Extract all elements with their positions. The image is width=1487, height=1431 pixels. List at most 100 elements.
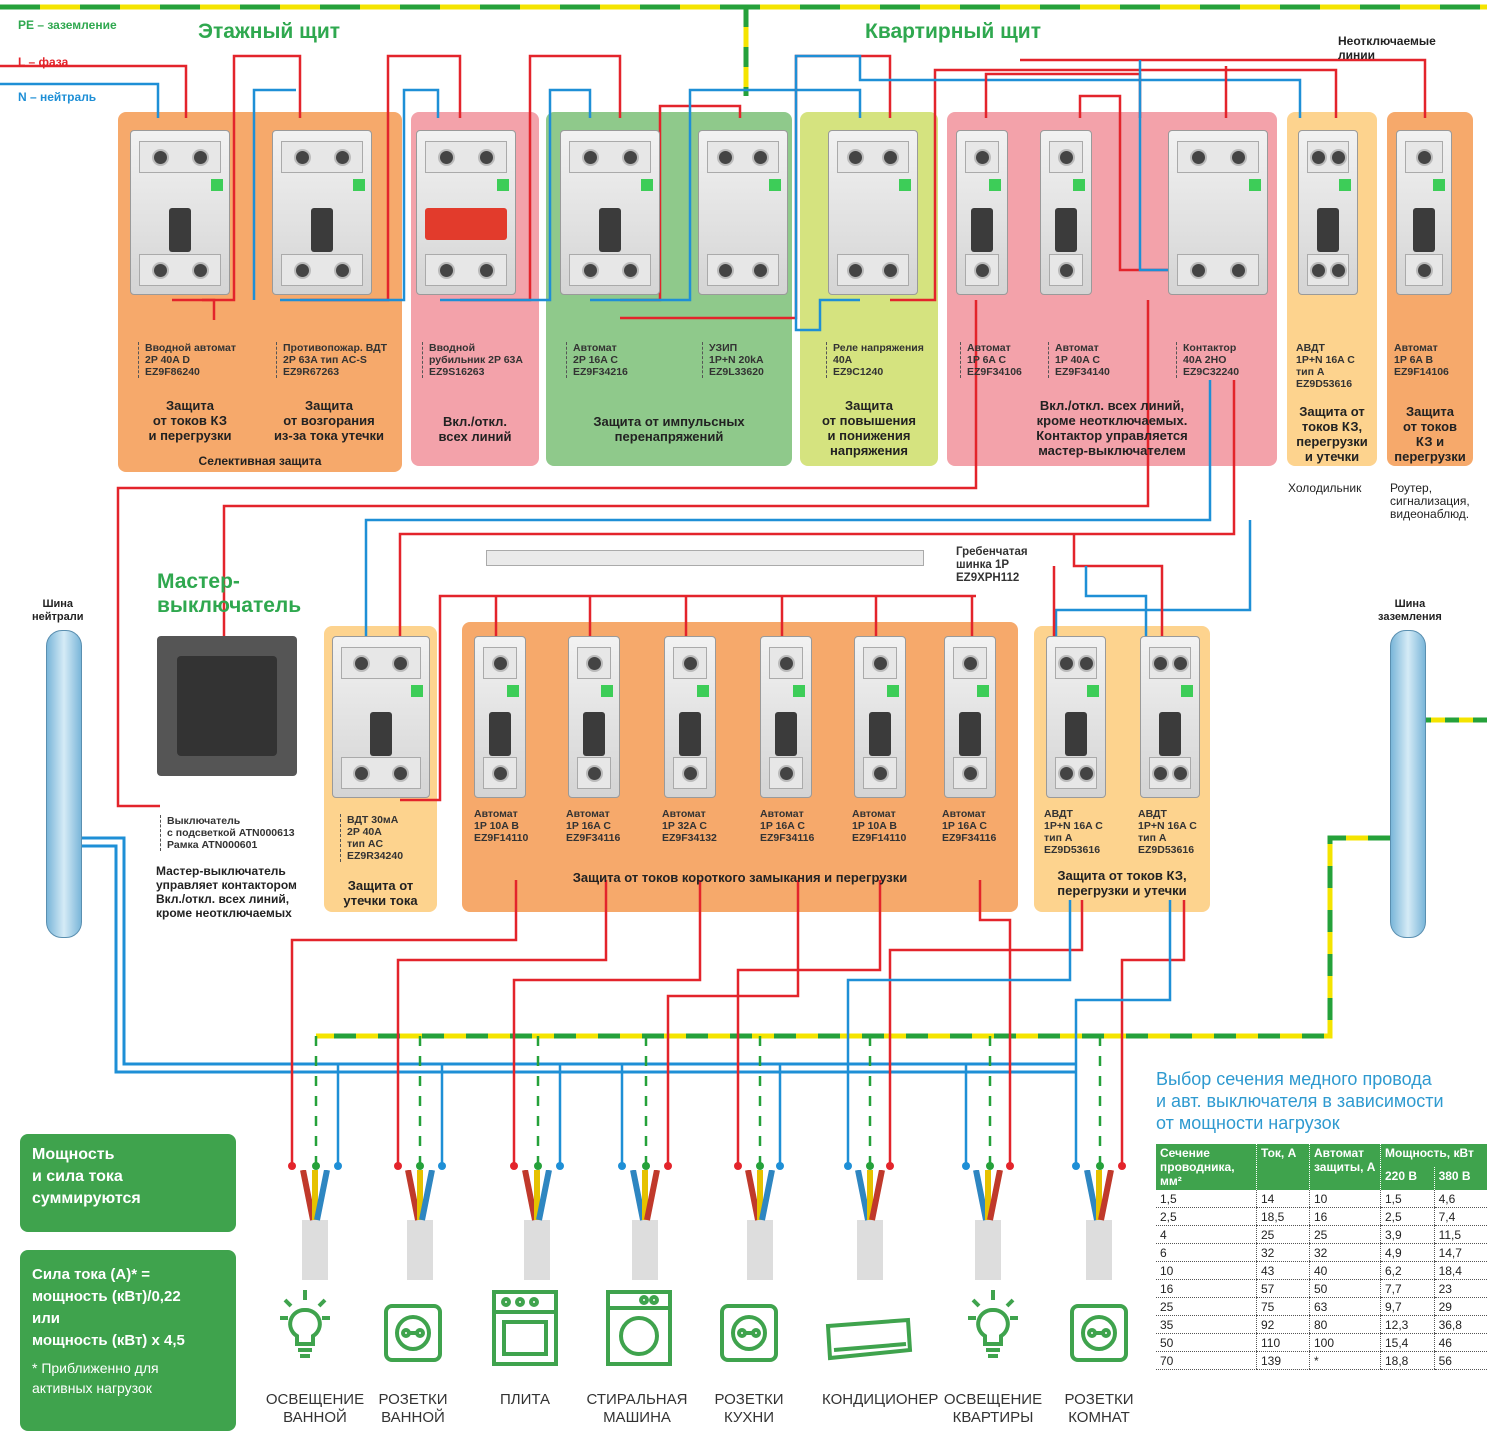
table-cell: 6 [1156, 1243, 1257, 1262]
surge-description: Защита от импульсных перенапряжений [593, 414, 745, 444]
sum-info-box: Мощность и сила тока суммируются [20, 1134, 236, 1232]
comb-busbar-label: Гребенчатая шинка 1P EZ9XPH112 [956, 546, 1028, 584]
table-cell: 18,5 [1256, 1207, 1310, 1226]
load-label-washer: СТИРАЛЬНАЯ МАШИНА [586, 1391, 688, 1426]
light-bulb-icon [968, 1290, 1018, 1358]
router-breaker-device [1396, 130, 1452, 295]
voltage-relay-device [828, 130, 918, 295]
main-switch-device [416, 130, 516, 295]
table-cell: * [1309, 1351, 1381, 1370]
load-label-stove: ПЛИТА [499, 1391, 551, 1408]
breaker-b5-label: Автомат 1P 10A B EZ9F14110 [852, 808, 907, 844]
load-label-kitchen-sockets: РОЗЕТКИ КУХНИ [714, 1391, 784, 1426]
load-label-bath-light: ОСВЕЩЕНИЕ ВАННОЙ [265, 1391, 365, 1426]
table-cell: 35 [1156, 1315, 1257, 1334]
table-cell: 29 [1433, 1297, 1487, 1316]
contactor-device [1168, 130, 1268, 295]
table-cell: 43 [1256, 1261, 1310, 1280]
table-cell: 70 [1156, 1351, 1257, 1370]
table-cell: 14,7 [1433, 1243, 1487, 1262]
cable-2 [405, 1170, 435, 1280]
formula-info-box: Сила тока (А)* = мощность (кВт)/0,22 или… [20, 1250, 236, 1431]
air-conditioner-icon [825, 1317, 913, 1361]
unswitched-lines-title: Неотключаемые линии [1338, 34, 1436, 62]
table-cell: 25 [1309, 1225, 1381, 1244]
ground-bus [1390, 630, 1426, 938]
floor-panel-title: Этажный щит [198, 20, 341, 43]
panel-breakers [462, 622, 1018, 912]
fridge-load-label: Холодильник [1288, 481, 1362, 495]
breaker-b3-label: Автомат 1P 32A C EZ9F34132 [662, 808, 717, 844]
contactor-description: Вкл./откл. всех линий, кроме неотключаем… [1036, 398, 1188, 458]
formula-text: Сила тока (А)* = мощность (кВт)/0,22 или… [32, 1266, 185, 1349]
table-cell: 7,7 [1380, 1279, 1435, 1298]
table-cell: 139 [1256, 1351, 1310, 1370]
rcbo-a2-label: АВДТ 1P+N 16A C тип А EZ9D53616 [1138, 808, 1197, 856]
table-cell: 25 [1256, 1225, 1310, 1244]
table-cell: 11,5 [1433, 1225, 1487, 1244]
breaker-b2-label: Автомат 1P 16A C EZ9F34116 [566, 808, 621, 844]
fridge-description: Защита от токов КЗ, перегрузки и утечки [1296, 404, 1368, 464]
table-cell: 32 [1256, 1243, 1310, 1262]
ground-bus-title: Шина заземления [1378, 598, 1442, 623]
table-cell: 16 [1309, 1207, 1381, 1226]
table-cell: 40 [1309, 1261, 1381, 1280]
table-cell: 25 [1156, 1297, 1257, 1316]
breaker-b1-label: Автомат 1P 10A B EZ9F14110 [474, 808, 529, 844]
contactor-label: Контактор 40A 2НО EZ9C32240 [1176, 342, 1239, 378]
voltage-relay-label: Реле напряжения 40A EZ9C1240 [826, 342, 924, 378]
table-header-power: Мощность, кВт [1380, 1144, 1487, 1167]
table-cell: 1,5 [1156, 1190, 1257, 1208]
load-label-room-sockets: РОЗЕТКИ КОМНАТ [1064, 1391, 1134, 1426]
legend-pe: PE – заземление [18, 18, 117, 32]
master-switch-image [157, 636, 297, 776]
table-cell: 56 [1433, 1351, 1487, 1370]
table-cell: 4 [1156, 1225, 1257, 1244]
table-subheader-380: 380 В [1433, 1167, 1487, 1190]
table-cell: 32 [1309, 1243, 1381, 1262]
surge-protector-label: УЗИП 1P+N 20kA EZ9L33620 [702, 342, 764, 378]
cable-4 [630, 1170, 660, 1280]
neutral-bus [46, 630, 82, 938]
table-cell: 92 [1256, 1315, 1310, 1334]
fridge-rcbo-device [1298, 130, 1358, 295]
wire-section-table: Сечение проводника, мм² Ток, А Автомат з… [1156, 1144, 1487, 1370]
socket-icon [384, 1304, 442, 1362]
rcbo-a2-device [1140, 636, 1200, 798]
breaker-6a-device [956, 130, 1008, 295]
table-cell: 10 [1309, 1190, 1381, 1208]
table-header-breaker: Автомат защиты, А [1309, 1144, 1381, 1190]
breaker-b1-device [474, 636, 526, 798]
voltage-relay-description: Защита от повышения и понижения напряжен… [822, 398, 916, 458]
selective-title: Селективная защита [198, 454, 322, 468]
table-cell: 80 [1309, 1315, 1381, 1334]
socket-icon [1070, 1304, 1128, 1362]
table-cell: 9,7 [1380, 1297, 1435, 1316]
rcbo-description: Защита от токов КЗ, перегрузки и утечки [1057, 868, 1187, 898]
breaker-2p-label: Автомат 2P 16A C EZ9F34216 [566, 342, 628, 378]
load-label-bath-sockets: РОЗЕТКИ ВАННОЙ [378, 1391, 448, 1426]
rcbo-a1-device [1046, 636, 1106, 798]
master-switch-title: Мастер- выключатель [157, 570, 302, 617]
table-cell: 2,5 [1156, 1207, 1257, 1226]
breaker-40a-device [1040, 130, 1092, 295]
table-cell: 18,8 [1380, 1351, 1435, 1370]
selective-fire-description: Защита от возгорания из-за тока утечки [273, 398, 385, 443]
light-bulb-icon [280, 1290, 330, 1358]
table-cell: 23 [1433, 1279, 1487, 1298]
fire-rcd-label: Противопожар. ВДТ 2P 63A тип AC-S EZ9R67… [276, 342, 387, 378]
table-cell: 63 [1309, 1297, 1381, 1316]
formula-footnote: * Приближенно для активных нагрузок [32, 1360, 159, 1396]
breaker-b4-device [760, 636, 812, 798]
washing-machine-icon [606, 1290, 672, 1366]
cable-6 [855, 1170, 885, 1280]
breaker-40a-label: Автомат 1P 40A C EZ9F34140 [1048, 342, 1110, 378]
main-breaker-device [130, 130, 230, 295]
master-switch-note: Мастер-выключатель управляет контактором… [156, 864, 297, 920]
table-cell: 46 [1433, 1333, 1487, 1352]
